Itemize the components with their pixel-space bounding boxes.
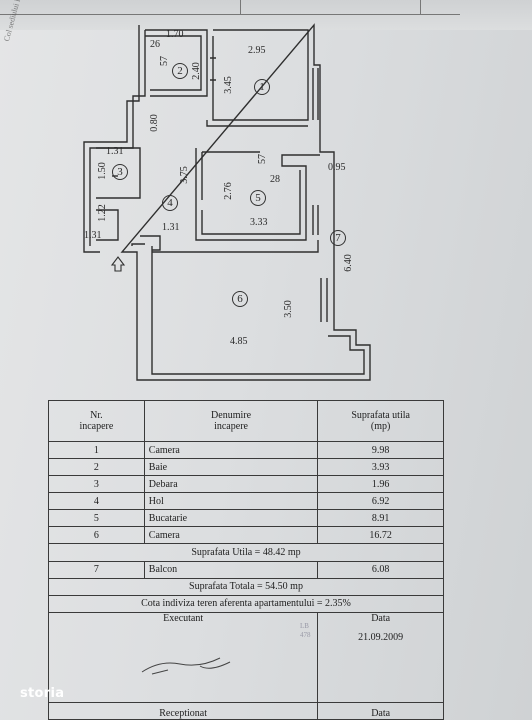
dim-label: 1.22 xyxy=(96,204,108,222)
header-nr: Nr. incapere xyxy=(48,400,145,442)
dim-label: 26 xyxy=(150,39,160,50)
table-header-row: Nr. incapere Denumire incapere Suprafata… xyxy=(48,400,444,442)
row-nr: 6 xyxy=(48,526,145,545)
receptionist-row: Receptionat Data xyxy=(47,701,444,720)
row-name: Camera xyxy=(143,526,319,545)
grand-total: Suprafata Totala = 54.50 mp xyxy=(48,577,444,596)
row-nr: 7 xyxy=(48,560,145,579)
row-nr: 1 xyxy=(48,440,145,460)
date-cell-2: Data xyxy=(317,701,444,720)
dim-label: 3.45 xyxy=(222,76,234,94)
dim-label: 2.95 xyxy=(248,45,266,56)
dim-label: 0.80 xyxy=(148,114,160,132)
room-number: 2 xyxy=(172,63,188,79)
row-area: 1.96 xyxy=(317,475,444,494)
header-name: Denumire incapere xyxy=(143,400,319,442)
room-number: 4 xyxy=(162,195,178,211)
row-area: 16.72 xyxy=(317,526,444,545)
row-area: 6.08 xyxy=(317,560,444,579)
row-area: 6.92 xyxy=(317,492,444,511)
dim-label: 2.40 xyxy=(190,62,202,80)
date-label: Data xyxy=(371,612,391,624)
stamp: LB 478 xyxy=(300,622,311,639)
signature xyxy=(141,657,231,675)
date-label-2: Data xyxy=(371,708,391,719)
useful-total: Suprafata Utila = 48.42 mp xyxy=(48,543,444,562)
room-number: 1 xyxy=(254,79,270,95)
row-name: Balcon xyxy=(143,560,319,579)
room-number: 7 xyxy=(330,230,346,246)
date-cell: Data 21.09.2009 xyxy=(317,611,444,703)
room-number: 6 xyxy=(232,291,248,307)
land-share-row: Cota indiviza teren aferenta apartamentu… xyxy=(48,594,444,613)
dim-label: 3.75 xyxy=(178,166,190,184)
dim-label: 1.31 xyxy=(84,230,102,241)
executant-cell: Executant xyxy=(47,611,319,703)
row-name: Hol xyxy=(143,492,319,511)
executant-row: Executant Data 21.09.2009 xyxy=(47,611,444,703)
receptionist-label: Receptionat xyxy=(159,708,208,719)
room-number: 5 xyxy=(250,190,266,206)
dim-label: 3.50 xyxy=(282,300,294,318)
executant-label: Executant xyxy=(163,612,204,624)
dim-label: 57 xyxy=(159,56,170,66)
row-nr: 2 xyxy=(48,458,145,477)
dim-label: 6.40 xyxy=(342,254,354,272)
row-nr: 4 xyxy=(48,492,145,511)
row-name: Debara xyxy=(143,475,319,494)
dim-label: 57 xyxy=(257,154,268,164)
dim-label: 1.50 xyxy=(96,162,108,180)
room-number: 3 xyxy=(112,164,128,180)
grand-total-row: Suprafata Totala = 54.50 mp xyxy=(48,577,444,596)
top-strip-border xyxy=(0,0,532,30)
dim-label: 3.33 xyxy=(250,217,268,228)
date-value: 21.09.2009 xyxy=(358,631,404,643)
dim-label: 28 xyxy=(270,174,280,185)
row-name: Camera xyxy=(143,440,319,460)
floor-plan xyxy=(83,23,371,381)
rooms-table: Nr. incapere Denumire incapere Suprafata… xyxy=(47,400,444,720)
row-nr: 3 xyxy=(48,475,145,494)
header-area: Suprafata utila (mp) xyxy=(317,400,444,442)
row-area: 3.93 xyxy=(317,458,444,477)
dim-label: 1.31 xyxy=(162,222,180,233)
row-area: 8.91 xyxy=(317,509,444,528)
dim-label: 2.76 xyxy=(222,182,234,200)
row-name: Baie xyxy=(143,458,319,477)
row-nr: 5 xyxy=(48,509,145,528)
receptionist-cell: Receptionat xyxy=(47,701,319,720)
dim-label: 0.95 xyxy=(328,162,346,173)
storia-watermark: storia xyxy=(20,686,65,701)
row-name: Bucatarie xyxy=(143,509,319,528)
dim-label: 1.70 xyxy=(166,29,184,40)
dim-label: 4.85 xyxy=(230,336,248,347)
land-share: Cota indiviza teren aferenta apartamentu… xyxy=(48,594,444,613)
row-area: 9.98 xyxy=(317,440,444,460)
useful-total-row: Suprafata Utila = 48.42 mp xyxy=(48,543,444,562)
dim-label: 1.31 xyxy=(106,146,124,157)
